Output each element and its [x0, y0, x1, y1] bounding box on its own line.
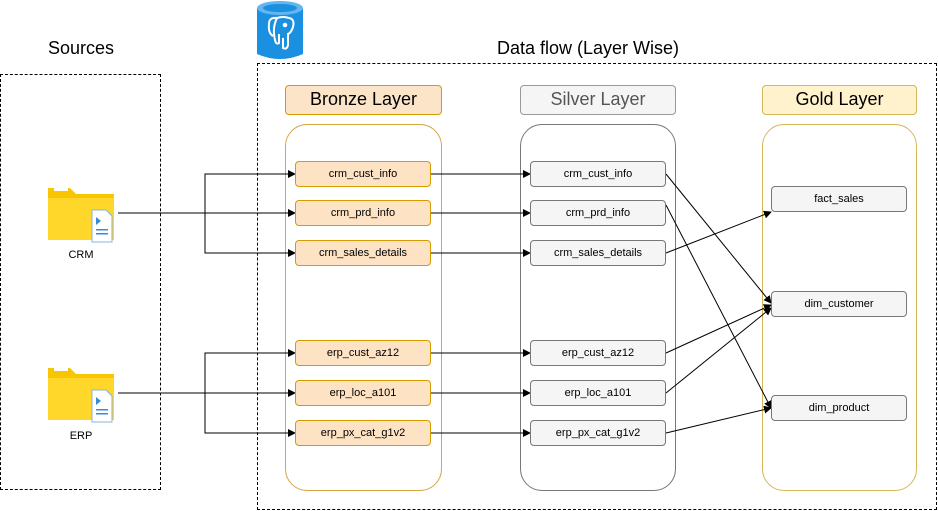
bronze-layer-column: [285, 124, 442, 491]
crm-to-bronze-crm-cust-info-arrow: [204, 170, 296, 213]
crm-to-bronze-crm-sales-details-arrow: [204, 213, 296, 257]
silver-table-crm-prd-info: crm_prd_info: [530, 200, 666, 226]
silver-erp-cust-az12-to-dim-customer-arrow: [665, 304, 772, 354]
silver-crm-sales-details-to-fact-sales-arrow: [665, 210, 772, 254]
silver-erp-px-cat-g1v2-to-dim-product-arrow: [665, 405, 772, 434]
silver-layer-column: [520, 124, 676, 491]
bronze-layer-title: Bronze Layer: [285, 85, 442, 115]
bronze-table-erp-px-cat-g1v2: erp_px_cat_g1v2: [295, 420, 431, 446]
erp-label: ERP: [69, 430, 93, 442]
gold-table-fact-sales: fact_sales: [771, 186, 907, 212]
silver-table-crm-cust-info: crm_cust_info: [530, 161, 666, 187]
gold-layer-title: Gold Layer: [762, 85, 917, 115]
bronze-table-crm-prd-info: crm_prd_info: [295, 200, 431, 226]
silver-crm-cust-info-to-dim-customer-arrow: [665, 173, 772, 304]
bronze-table-erp-cust-az12: erp_cust_az12: [295, 340, 431, 366]
silver-erp-loc-a101-to-dim-customer-arrow: [665, 307, 772, 394]
silver-table-erp-px-cat-g1v2: erp_px_cat_g1v2: [530, 420, 666, 446]
sources-heading: Sources: [48, 38, 115, 58]
bronze-table-crm-cust-info: crm_cust_info: [295, 161, 431, 187]
silver-crm-prd-info-to-dim-product-arrow: [665, 204, 772, 409]
erp-to-bronze-erp-cust-az12-arrow: [204, 349, 296, 393]
gold-table-dim-customer: dim_customer: [771, 291, 907, 317]
silver-layer-title: Silver Layer: [520, 85, 676, 115]
crm-label: CRM: [68, 249, 94, 261]
gold-table-dim-product: dim_product: [771, 395, 907, 421]
data-flow-container: [257, 63, 937, 510]
data-flow-heading: Data flow (Layer Wise): [497, 38, 680, 58]
sources-container: [0, 74, 161, 490]
bronze-table-erp-loc-a101: erp_loc_a101: [295, 380, 431, 406]
bronze-table-crm-sales-details: crm_sales_details: [295, 240, 431, 266]
silver-table-erp-cust-az12: erp_cust_az12: [530, 340, 666, 366]
crm-folder-icon: [46, 184, 118, 244]
gold-layer-column: [762, 124, 917, 491]
silver-table-erp-loc-a101: erp_loc_a101: [530, 380, 666, 406]
erp-folder-icon: [46, 364, 118, 424]
postgresql-icon: [255, 0, 305, 62]
erp-to-bronze-erp-px-cat-g1v2-arrow: [204, 393, 296, 437]
silver-table-crm-sales-details: crm_sales_details: [530, 240, 666, 266]
